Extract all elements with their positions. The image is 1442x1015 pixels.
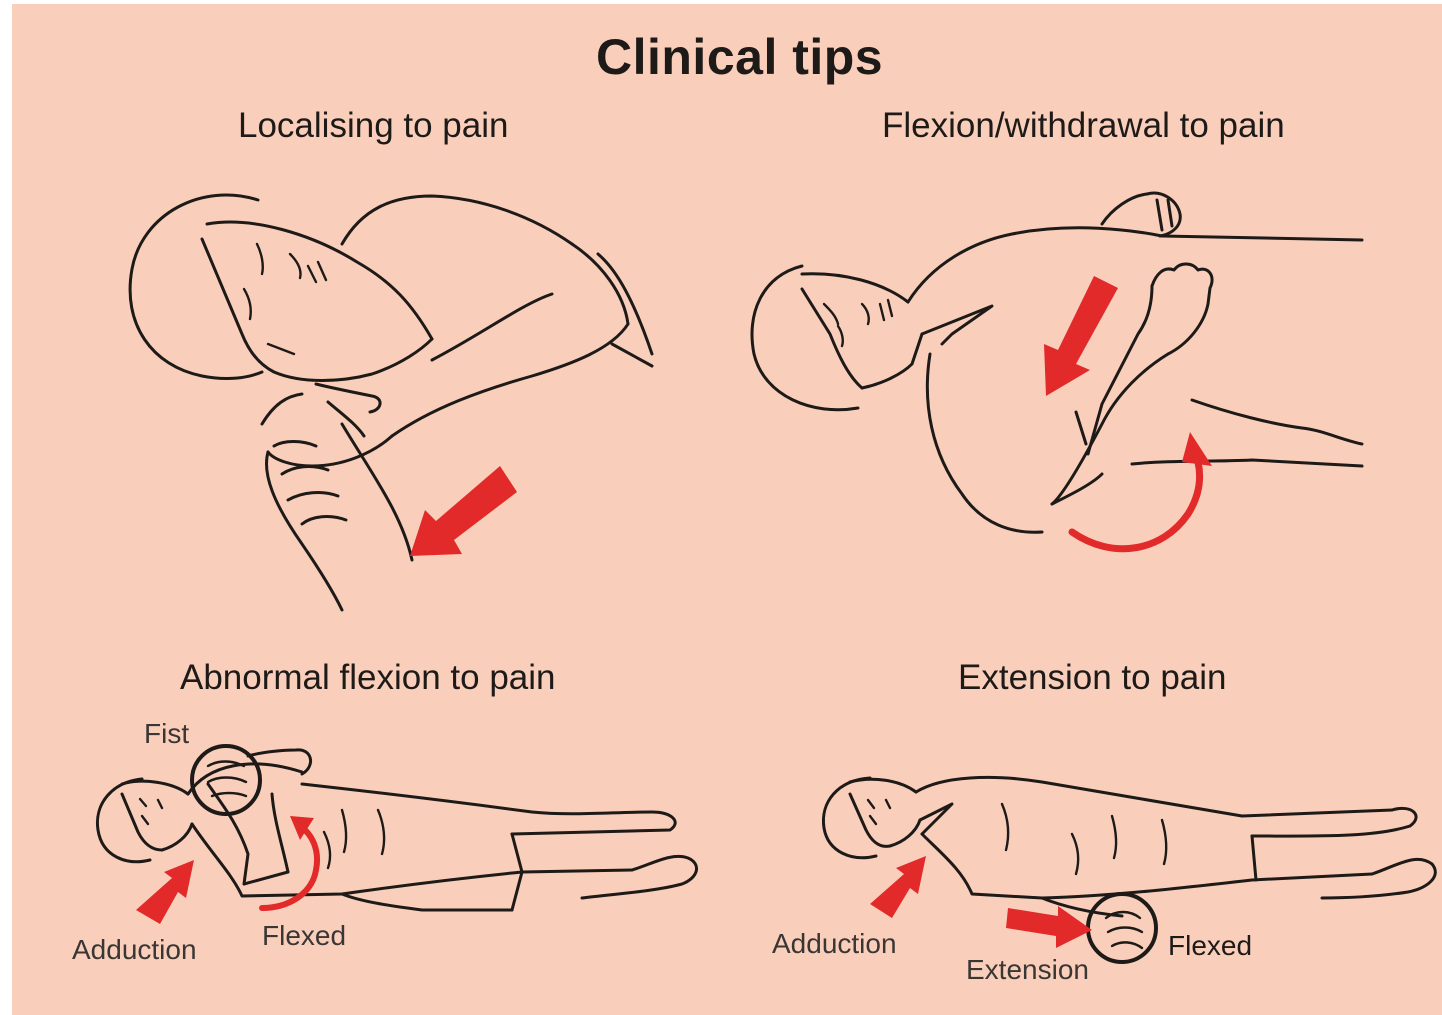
panel-title-localising: Localising to pain [238,106,508,146]
abnormal-flexed-label: Flexed [262,920,346,952]
poster-background [12,4,1442,1015]
panel-title-extension: Extension to pain [958,658,1227,698]
abnormal-adduction-label: Adduction [72,934,197,966]
panel-title-abnormal-flexion: Abnormal flexion to pain [180,658,556,698]
illustration-canvas [12,4,1442,1015]
extension-adduction-label: Adduction [772,928,897,960]
extension-flexed-label: Flexed [1168,930,1252,962]
extension-label: Extension [966,954,1089,986]
panel-title-flexion-withdrawal: Flexion/withdrawal to pain [882,106,1285,146]
fist-label: Fist [144,718,189,750]
poster-title: Clinical tips [596,28,883,86]
clinical-tips-poster: Clinical tips Localising to pain Flexion… [12,4,1442,1015]
